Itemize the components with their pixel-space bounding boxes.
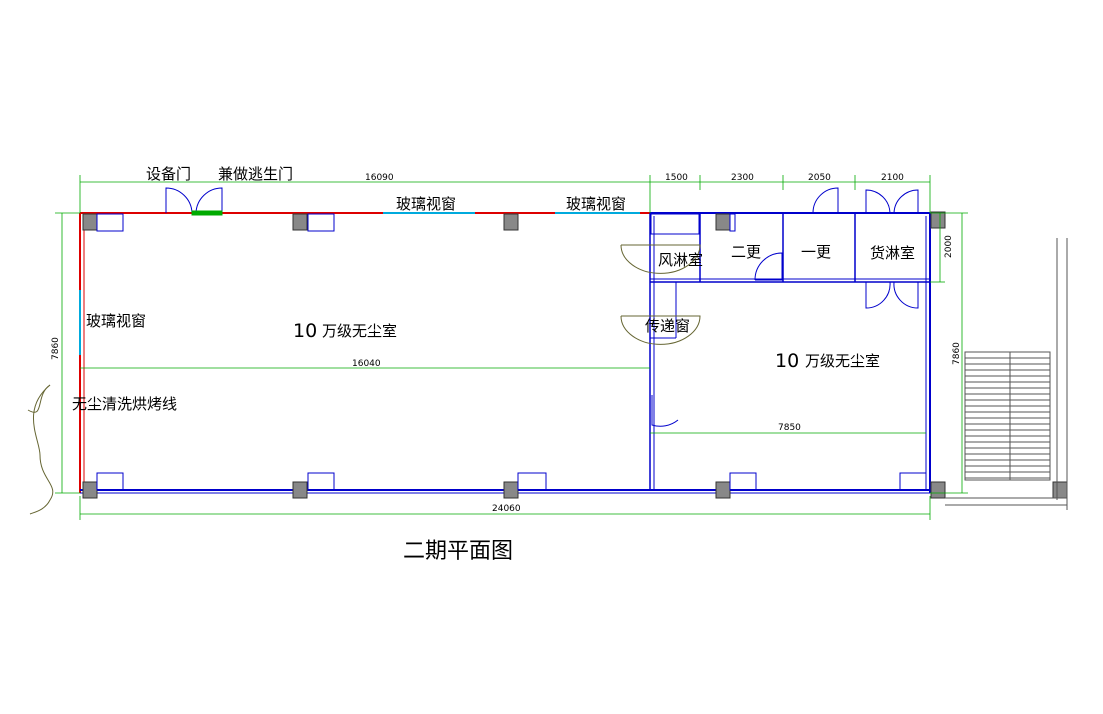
stair [945,238,1068,510]
columns [82,211,1068,499]
dim-top-4: 2100 [881,173,904,183]
label-glass-window-2: 玻璃视窗 [566,195,626,213]
label-escape-door: 兼做逃生门 [218,165,293,183]
dim-right-height: 7860 [952,342,962,365]
label-cleanroom-right-text: 万级无尘室 [805,352,880,370]
room-labels: 设备门 兼做逃生门 玻璃视窗 玻璃视窗 玻璃视窗 10 万级无尘室 10 万级无… [72,165,915,564]
dim-top-3: 2050 [808,173,831,183]
doors [165,187,919,427]
dim-inner-right: 7850 [778,423,801,433]
dim-left-height: 7860 [51,337,61,360]
dim-bottom-total: 24060 [492,504,521,514]
label-glass-window-left: 玻璃视窗 [86,312,146,330]
dimension-texts: 16090 1500 2300 2050 2100 16040 7850 240… [51,173,962,514]
glass-windows [79,212,640,355]
label-glass-window-1: 玻璃视窗 [396,195,456,213]
plan-title: 二期平面图 [403,539,513,564]
label-first-change: 一更 [801,243,831,261]
dim-top-left: 16090 [365,173,394,183]
label-cleanroom-left-num: 10 [293,320,317,342]
dim-top-2: 2300 [731,173,754,183]
label-cargo-shower: 货淋室 [870,244,915,262]
label-cleanroom-right-num: 10 [775,350,799,372]
dim-top-1: 1500 [665,173,688,183]
pilasters [96,213,927,491]
olive-symbols [27,244,701,515]
label-cleanroom-left-text: 万级无尘室 [322,322,397,340]
dimension-lines [55,175,968,520]
dim-right-small: 2000 [944,235,954,258]
label-second-change: 二更 [731,243,761,261]
label-pass-window: 传递窗 [645,317,690,335]
label-air-shower: 风淋室 [658,251,703,269]
dim-inner-left: 16040 [352,359,381,369]
label-cleaning-line: 无尘清洗烘烤线 [72,395,177,413]
label-equipment-door: 设备门 [146,165,191,183]
